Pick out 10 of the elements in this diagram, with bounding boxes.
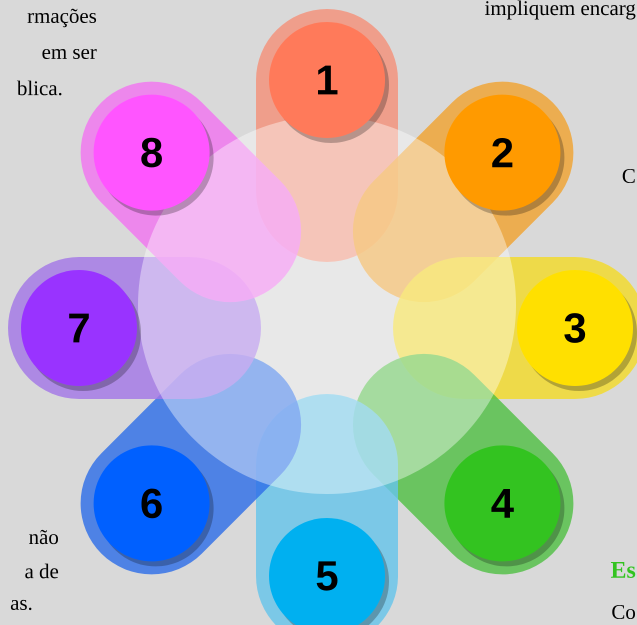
text-fragment: blica. xyxy=(16,80,62,96)
text-fragment: Es xyxy=(610,562,636,578)
text-fragment: em ser xyxy=(42,48,97,60)
text-fragment: a de xyxy=(25,564,58,578)
text-fragment: não xyxy=(29,530,58,544)
text-fragment: C xyxy=(622,168,635,184)
text-fragment: Co xyxy=(612,604,636,620)
text-fragment: rmações xyxy=(28,8,96,28)
text-fragment: as. xyxy=(10,600,32,610)
text-fragment: impliquem encarg xyxy=(485,0,636,20)
